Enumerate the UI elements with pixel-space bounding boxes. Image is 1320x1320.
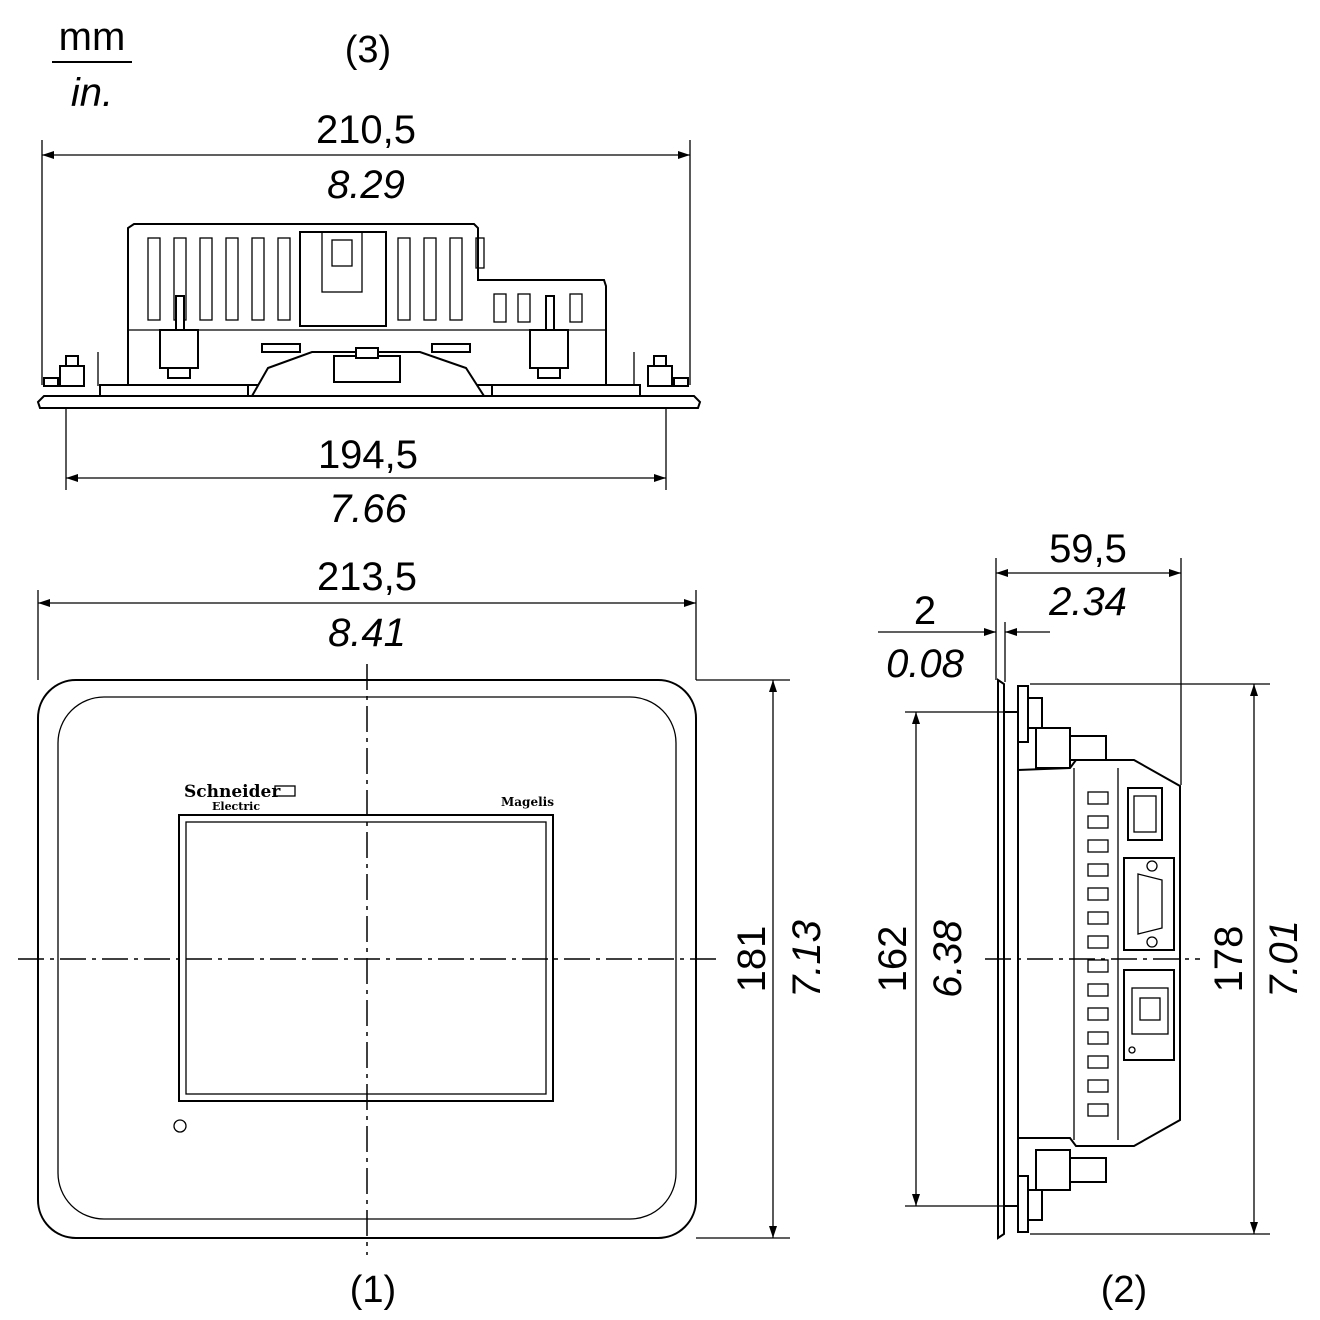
side-view: 59,5 2.34 2 0.08 <box>871 527 1306 1240</box>
svg-text:178: 178 <box>1207 926 1251 993</box>
dim-top-panel-width: 194,5 7.66 <box>65 408 667 531</box>
svg-text:181: 181 <box>730 926 774 993</box>
dim-top-overall-width: 210,5 8.29 <box>41 108 691 385</box>
dim-front-width: 213,5 8.41 <box>37 555 697 680</box>
dim-side-bezel: 2 0.08 <box>878 589 1050 686</box>
view-label-front: (1) <box>350 1269 396 1311</box>
svg-text:162: 162 <box>871 926 915 993</box>
unit-inch: in. <box>71 71 113 115</box>
dim-side-panel-height: 162 6.38 <box>871 711 1004 1207</box>
top-base-plate <box>36 395 702 409</box>
top-gasket-right <box>491 384 641 397</box>
front-screen-frame <box>178 814 554 1102</box>
svg-text:8.29: 8.29 <box>327 163 405 207</box>
dim-front-height: 181 7.13 <box>696 679 829 1239</box>
top-view: 210,5 8.29 <box>36 108 702 531</box>
schneider-logo: Schneider Electric <box>184 782 296 813</box>
magelis-logo: Magelis <box>501 795 554 809</box>
dsub-connector-icon <box>1123 857 1175 951</box>
svg-text:213,5: 213,5 <box>317 555 417 599</box>
view-label-side: (2) <box>1101 1269 1147 1311</box>
svg-text:7.01: 7.01 <box>1262 920 1306 998</box>
mounting-clip-icon <box>43 295 689 387</box>
units-legend: mm in. <box>52 15 132 115</box>
svg-text:59,5: 59,5 <box>1049 527 1127 571</box>
front-screen <box>185 821 547 1095</box>
view-label-top: (3) <box>345 29 391 71</box>
usb-port-icon <box>1127 787 1163 841</box>
svg-text:210,5: 210,5 <box>316 108 416 152</box>
front-view: 213,5 8.41 Schneider Electric Magelis 18… <box>18 555 829 1255</box>
svg-text:2.34: 2.34 <box>1048 580 1127 624</box>
svg-text:2: 2 <box>914 589 936 633</box>
mounting-clip-icon <box>1017 685 1107 1233</box>
dim-side-depth: 59,5 2.34 <box>995 527 1182 785</box>
led-indicator-icon <box>173 1119 187 1133</box>
svg-text:8.41: 8.41 <box>328 611 406 655</box>
svg-text:0.08: 0.08 <box>886 642 965 686</box>
svg-text:Electric: Electric <box>212 800 260 813</box>
rj45-port-icon <box>1123 969 1175 1061</box>
side-vents <box>1087 791 1109 1117</box>
svg-text:6.38: 6.38 <box>926 919 970 998</box>
top-gasket-left <box>99 384 249 397</box>
svg-text:7.66: 7.66 <box>329 487 408 531</box>
dim-side-height: 178 7.01 <box>1030 683 1306 1235</box>
svg-text:7.13: 7.13 <box>785 920 829 998</box>
top-center-connector <box>299 231 387 327</box>
svg-text:Schneider: Schneider <box>184 782 281 802</box>
svg-text:194,5: 194,5 <box>318 433 418 477</box>
unit-mm: mm <box>59 15 126 59</box>
